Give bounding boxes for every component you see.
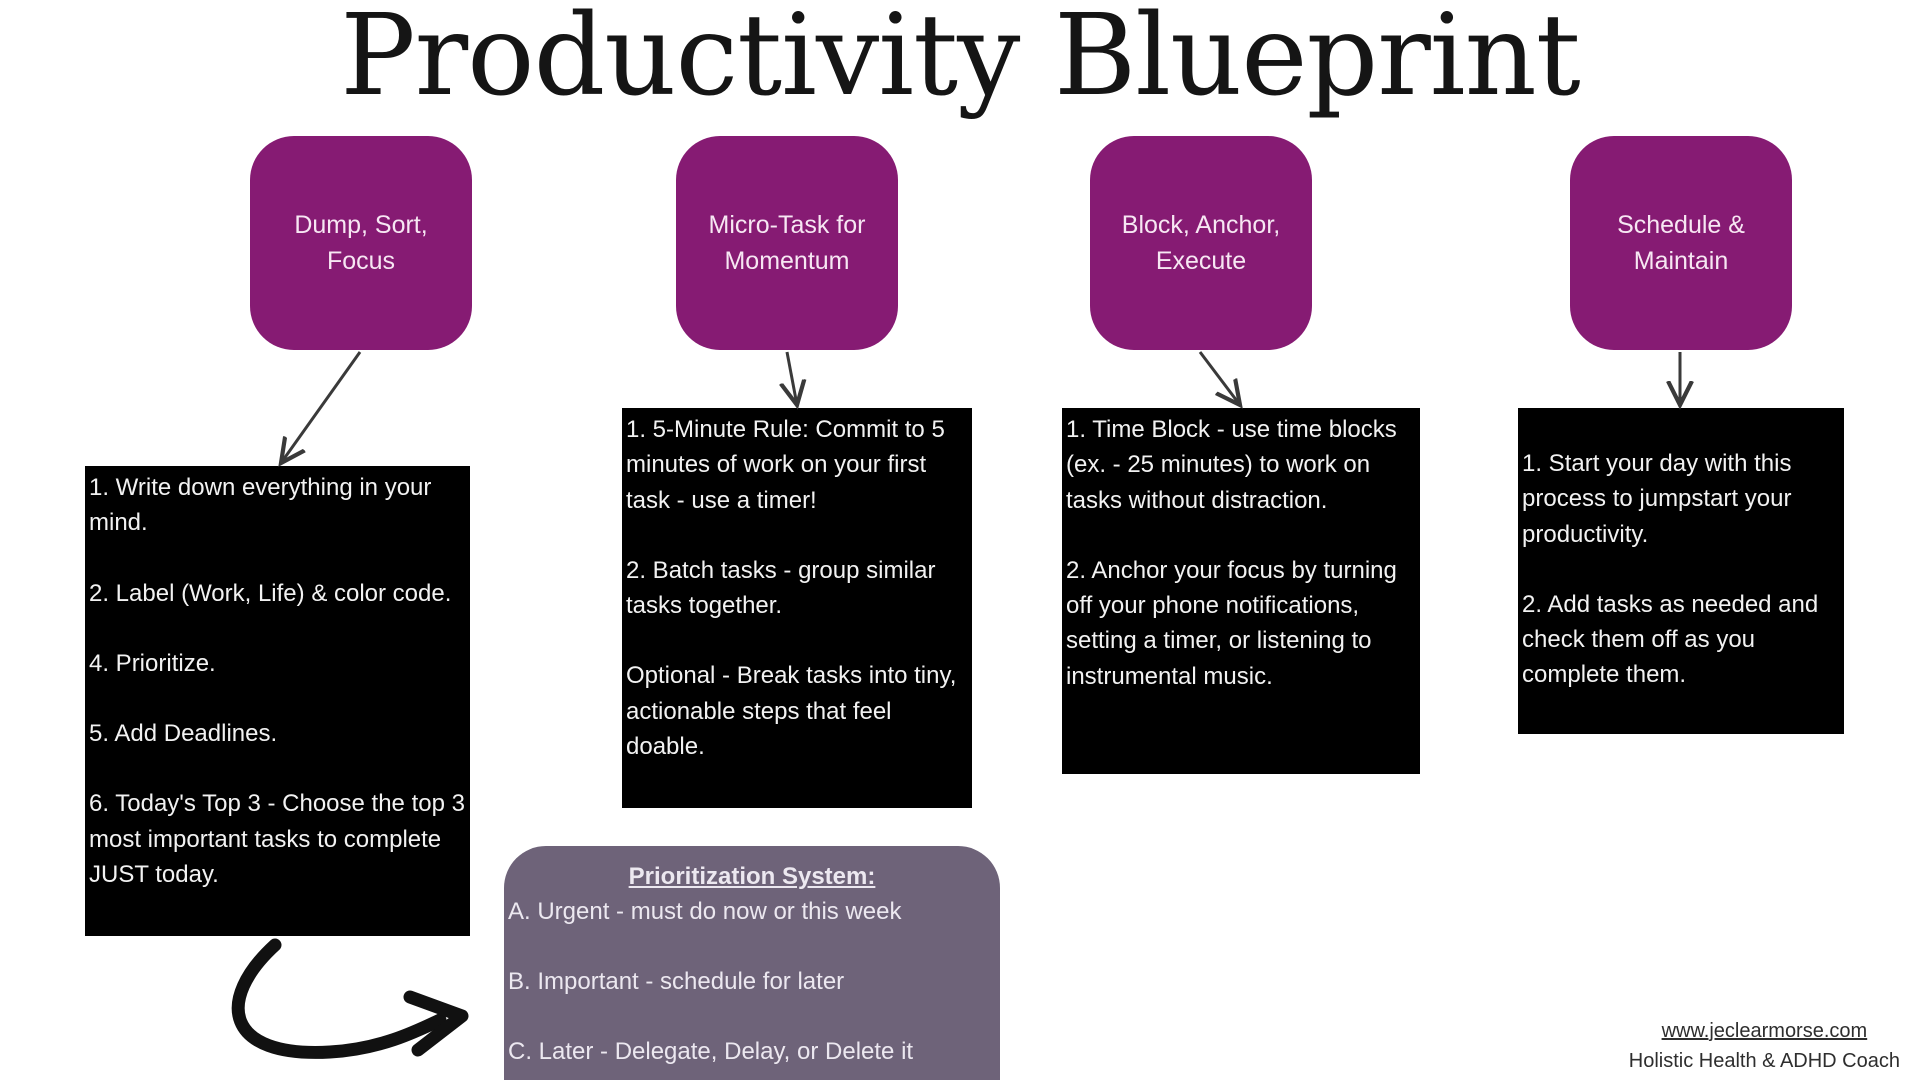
prioritization-system-box: Prioritization System: A. Urgent - must …	[504, 846, 1000, 1080]
list-item: 2. Anchor your focus by turning off your…	[1066, 556, 1397, 690]
detail-box-block-anchor: 1. Time Block - use time blocks (ex. - 2…	[1062, 408, 1420, 774]
detail-box-schedule-maintain: 1. Start your day with this process to j…	[1518, 408, 1844, 734]
credit-tagline: Holistic Health & ADHD Coach	[1628, 1050, 1900, 1072]
step-micro-task: Micro-Task for Momentum	[676, 136, 898, 350]
list-item: B. Important - schedule for later	[508, 968, 845, 995]
credit-block: www.jeclearmorse.com Holistic Health & A…	[1629, 1016, 1900, 1076]
list-item: 1. Time Block - use time blocks (ex. - 2…	[1066, 416, 1397, 514]
arrow-step-1	[281, 351, 362, 463]
curved-arrow-head	[403, 990, 469, 1057]
list-item: 6. Today's Top 3 - Choose the top 3 most…	[89, 790, 465, 889]
website-link[interactable]: www.jeclearmorse.com	[1661, 1020, 1868, 1042]
list-item: Optional - Break tasks into tiny, action…	[626, 662, 957, 761]
list-item: 1. Start your day with this process to j…	[1522, 450, 1792, 548]
step-schedule-maintain: Schedule & Maintain	[1570, 136, 1792, 350]
arrow-step-3	[1198, 351, 1240, 405]
arrow-step-2	[787, 351, 797, 405]
page-title: Productivity Blueprint	[340, 0, 1580, 121]
detail-box-micro-task: 1. 5-Minute Rule: Commit to 5 minutes of…	[622, 408, 972, 808]
list-item: 5. Add Deadlines.	[89, 720, 278, 748]
list-item: 2. Add tasks as needed and check them of…	[1522, 590, 1819, 689]
step-block-anchor: Block, Anchor, Execute	[1090, 136, 1312, 350]
list-item: A. Urgent - must do now or this week	[508, 898, 902, 925]
step-dump-sort-focus: Dump, Sort, Focus	[250, 136, 472, 350]
list-item: 2. Label (Work, Life) & color code.	[89, 579, 452, 607]
prioritization-title: Prioritization System:	[628, 863, 876, 890]
list-item: C. Later - Delegate, Delay, or Delete it	[508, 1038, 914, 1065]
list-item: 4. Prioritize.	[89, 649, 216, 677]
curved-arrow	[231, 938, 447, 1059]
detail-box-dump-sort-focus: 1. Write down everything in your mind. 2…	[85, 466, 470, 936]
list-item: 2. Batch tasks - group similar tasks tog…	[626, 556, 936, 620]
list-item: 1. 5-Minute Rule: Commit to 5 minutes of…	[626, 416, 945, 514]
list-item: 1. Write down everything in your mind.	[89, 474, 432, 537]
